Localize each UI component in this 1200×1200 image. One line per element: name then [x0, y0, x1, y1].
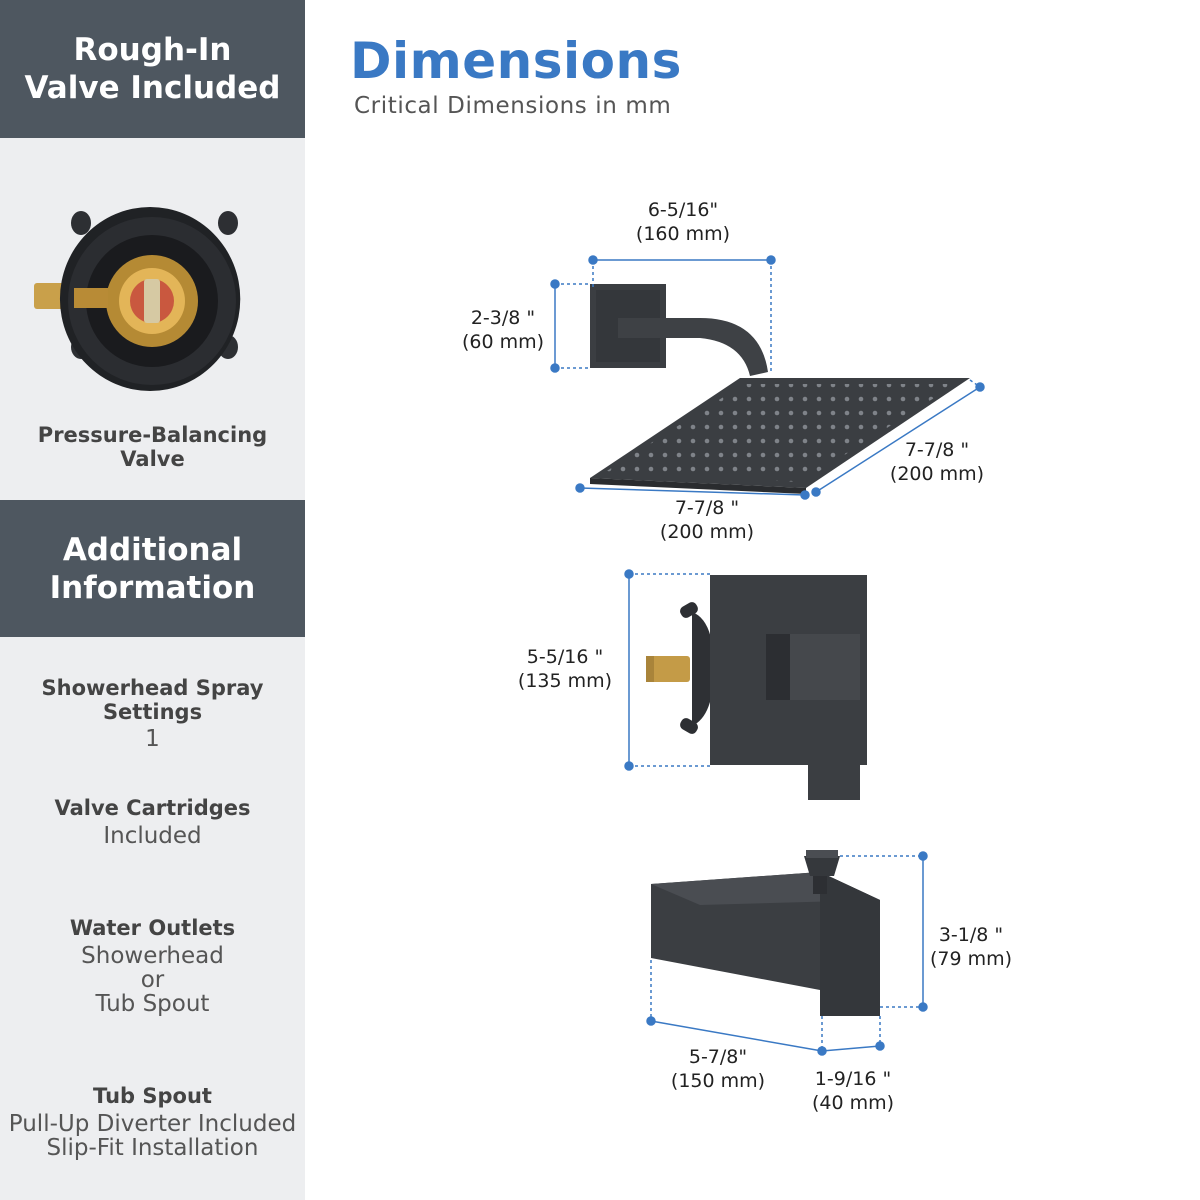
page-title: Dimensions	[350, 32, 682, 90]
flange-height-inches: 2-3/8 "	[470, 307, 536, 329]
flange-height-mm: (60 mm)	[461, 331, 545, 353]
info-water-outlets: Water Outlets Showerhead or Tub Spout	[0, 916, 305, 1016]
info-value: Showerhead	[81, 943, 224, 969]
info-spray-settings: Showerhead Spray Settings 1	[0, 676, 305, 751]
spout-depth-inches: 1-9/16 "	[814, 1068, 892, 1090]
shower-head-drawing	[590, 284, 970, 494]
spout-height-mm: (79 mm)	[929, 948, 1013, 970]
rough-in-header-line2: Valve Included	[24, 70, 281, 106]
tub-spout-drawing	[651, 850, 880, 1016]
info-value: Pull-Up Diverter Included	[8, 1111, 297, 1137]
info-value: Slip-Fit Installation	[46, 1135, 259, 1161]
head-width-label: 7-7/8 " (200 mm)	[660, 496, 754, 544]
rough-in-valve-image	[34, 207, 241, 391]
info-title: Settings	[102, 700, 203, 724]
sidebar: Rough-In Valve Included Pressure-Balanci…	[0, 0, 305, 1200]
spout-depth-mm: (40 mm)	[811, 1092, 895, 1114]
spout-length-mm: (150 mm)	[670, 1070, 766, 1092]
head-depth-label: 7-7/8 " (200 mm)	[890, 438, 984, 486]
spout-length-inches: 5-7/8"	[688, 1046, 748, 1068]
valve-caption-line1: Pressure-Balancing	[37, 423, 268, 447]
valve-height-mm: (135 mm)	[517, 670, 613, 692]
rough-in-header: Rough-In Valve Included	[0, 0, 305, 138]
head-width-inches: 7-7/8 "	[674, 497, 740, 519]
info-value: or	[140, 967, 165, 993]
arm-width-inches: 6-5/16"	[647, 199, 719, 221]
page-subtitle: Critical Dimensions in mm	[354, 93, 672, 119]
additional-info-header-line2: Information	[49, 569, 256, 606]
info-value: Included	[103, 823, 202, 849]
spout-height-inches: 3-1/8 "	[938, 924, 1004, 946]
spout-depth-label: 1-9/16 " (40 mm)	[812, 1067, 894, 1115]
head-depth-inches: 7-7/8 "	[904, 439, 970, 461]
valve-dimension-lines	[624, 569, 710, 771]
additional-info-header-line1: Additional	[62, 531, 243, 568]
arm-width-label: 6-5/16" (160 mm)	[636, 198, 730, 246]
arm-width-mm: (160 mm)	[635, 223, 731, 245]
valve-trim-drawing	[646, 575, 867, 800]
flange-height-label: 2-3/8 " (60 mm)	[462, 306, 544, 354]
shower-dimension-lines	[550, 255, 985, 500]
valve-height-inches: 5-5/16 "	[526, 646, 604, 668]
valve-caption: Pressure-Balancing Valve	[0, 423, 305, 471]
info-value: Tub Spout	[95, 991, 210, 1017]
spout-height-label: 3-1/8 " (79 mm)	[930, 923, 1012, 971]
info-tub-spout: Tub Spout Pull-Up Diverter Included Slip…	[0, 1084, 305, 1160]
info-title: Water Outlets	[69, 916, 236, 940]
info-title: Showerhead Spray	[41, 676, 264, 700]
info-value: 1	[145, 726, 160, 752]
valve-caption-line2: Valve	[120, 447, 185, 471]
additional-info-header: Additional Information	[0, 500, 305, 637]
info-title: Tub Spout	[93, 1084, 212, 1108]
info-valve-cartridges: Valve Cartridges Included	[0, 796, 305, 848]
rough-in-header-line1: Rough-In	[73, 32, 232, 68]
head-width-mm: (200 mm)	[659, 521, 755, 543]
valve-height-label: 5-5/16 " (135 mm)	[518, 645, 612, 693]
spout-dimension-lines	[646, 851, 928, 1056]
info-title: Valve Cartridges	[54, 796, 251, 820]
head-depth-mm: (200 mm)	[889, 463, 985, 485]
spout-length-label: 5-7/8" (150 mm)	[671, 1045, 765, 1093]
